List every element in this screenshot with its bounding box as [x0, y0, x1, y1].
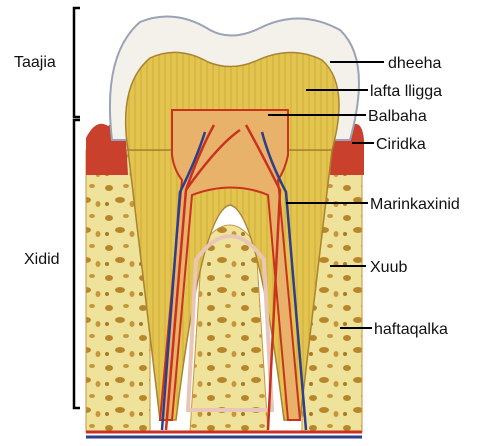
label-pulp: Balbaha [368, 108, 427, 125]
label-enamel: dheeha [388, 55, 441, 72]
crown-bracket [74, 8, 80, 117]
root-bracket [74, 120, 80, 408]
label-root: Xidid [24, 251, 60, 268]
label-blood-vessels: Marinkaxinid [370, 196, 460, 213]
label-gum: Ciridka [376, 136, 426, 153]
label-cementum: Xuub [370, 259, 407, 276]
label-dentin: lafta lligga [370, 83, 442, 100]
base-vessel-band [86, 432, 362, 437]
label-bone: haftaqalka [374, 321, 448, 338]
label-crown: Taajia [14, 54, 56, 71]
